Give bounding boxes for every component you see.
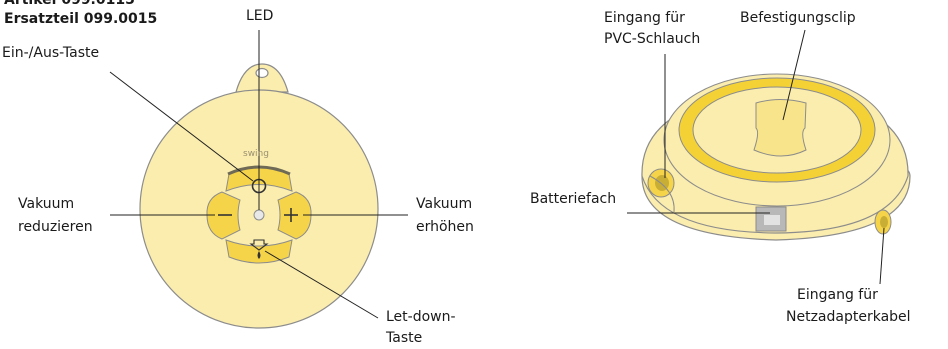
label-adapter-2: Netzadapterkabel [786, 309, 911, 325]
label-letdown-1: Let-down- [386, 309, 456, 325]
hanging-hole [255, 67, 269, 79]
label-vacuum-down-1: Vakuum [18, 196, 75, 212]
label-vacuum-up-2: erhöhen [416, 219, 474, 235]
clip[interactable] [753, 99, 807, 157]
article-number: Artikel 099.0115 [4, 0, 135, 8]
leader-lines-left [109, 30, 408, 319]
label-pvc-inlet-1: Eingang für [604, 10, 685, 26]
side-view-device [641, 73, 911, 241]
label-clip: Befestigungsclip [740, 10, 856, 26]
letdown-icon [249, 239, 269, 259]
brand-text: swing [243, 149, 269, 159]
label-letdown-2: Taste [386, 330, 423, 346]
label-adapter-1: Eingang für [797, 287, 878, 303]
spare-part-number: Ersatzteil 099.0015 [4, 11, 158, 27]
label-led: LED [246, 8, 274, 24]
label-battery: Batteriefach [530, 191, 617, 207]
label-pvc-inlet-2: PVC-Schlauch [604, 31, 701, 47]
leader-lines-right [627, 29, 885, 285]
led-indicator [253, 209, 265, 221]
label-power-button: Ein-/Aus-Taste [2, 45, 100, 61]
label-vacuum-up-1: Vakuum [416, 196, 473, 212]
label-vacuum-down-2: reduzieren [18, 219, 93, 235]
plus-icon [284, 208, 298, 222]
